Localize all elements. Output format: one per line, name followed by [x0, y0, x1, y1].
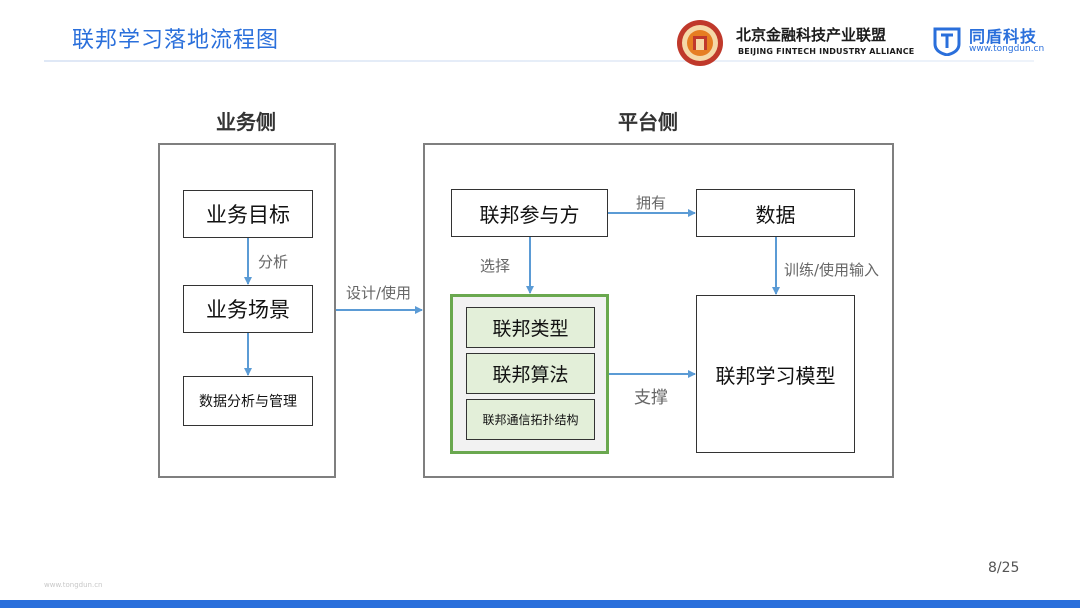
fed-type-box: 联邦类型 [466, 307, 595, 348]
data-analysis-mgmt-label: 数据分析与管理 [199, 394, 297, 410]
fed-model-label: 联邦学习模型 [715, 363, 836, 388]
header-divider [44, 60, 1034, 62]
participants-box: 联邦参与方 [451, 189, 608, 237]
footer-watermark: www.tongdun.cn [44, 581, 103, 589]
business-scenario-box: 业务场景 [183, 285, 313, 333]
page-title: 联邦学习落地流程图 [72, 28, 280, 53]
alliance-seal-logo [677, 20, 723, 66]
bottom-accent-bar [0, 600, 1080, 608]
fed-model-box: 联邦学习模型 [696, 295, 855, 453]
tongdun-shield-icon [933, 27, 961, 56]
edge-label-own: 拥有 [636, 194, 667, 212]
fed-type-label: 联邦类型 [492, 318, 569, 340]
business-scenario-label: 业务场景 [206, 298, 290, 322]
page-number: 8/25 [988, 560, 1020, 576]
edge-label-analyze: 分析 [258, 253, 289, 271]
business-goal-box: 业务目标 [183, 190, 313, 238]
edge-label-select: 选择 [480, 257, 511, 275]
fed-topology-label: 联邦通信拓扑结构 [482, 413, 579, 427]
data-label: 数据 [755, 202, 796, 227]
edge-label-design-use: 设计/使用 [346, 284, 412, 302]
company-name: 同盾科技 [969, 27, 1038, 46]
platform-side-title: 平台侧 [618, 110, 678, 134]
fed-algo-box: 联邦算法 [466, 353, 595, 394]
edge-label-support: 支撑 [634, 388, 668, 408]
company-url: www.tongdun.cn [969, 44, 1045, 54]
alliance-name: 北京金融科技产业联盟 [736, 26, 887, 44]
participants-label: 联邦参与方 [479, 202, 580, 227]
fed-topology-box: 联邦通信拓扑结构 [466, 399, 595, 440]
alliance-name-en: BEIJING FINTECH INDUSTRY ALLIANCE [738, 47, 915, 56]
business-side-title: 业务侧 [216, 110, 276, 134]
data-box: 数据 [696, 189, 855, 237]
edge-label-train-input: 训练/使用输入 [784, 261, 880, 279]
data-analysis-mgmt-box: 数据分析与管理 [183, 376, 313, 426]
fed-algo-label: 联邦算法 [492, 364, 569, 386]
business-goal-label: 业务目标 [206, 203, 290, 227]
